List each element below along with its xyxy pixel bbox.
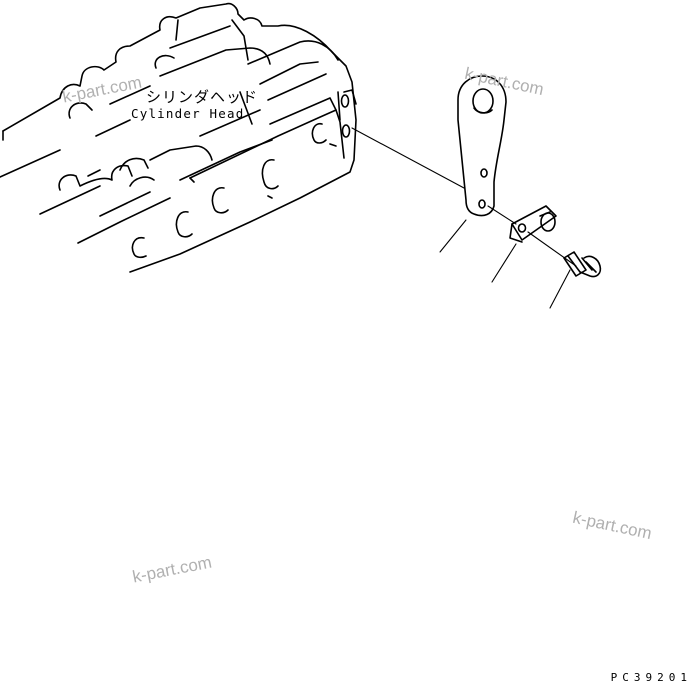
cylinder-head-label-en: Cylinder Head	[131, 106, 245, 121]
cylinder-head-label-jp: シリンダヘッド	[146, 88, 259, 106]
leader-line-plate	[491, 243, 517, 283]
drawing-code: PC39201	[610, 671, 692, 684]
leader-line-bracket	[439, 219, 467, 253]
plate	[509, 205, 557, 243]
bolt	[563, 251, 602, 278]
cylinder-head	[0, 2, 357, 273]
leader-line-bolt	[549, 269, 571, 309]
assembly-line-2	[487, 205, 517, 225]
assembly-line	[351, 127, 465, 189]
assembly-line-3	[527, 231, 577, 267]
bracket	[457, 75, 507, 217]
